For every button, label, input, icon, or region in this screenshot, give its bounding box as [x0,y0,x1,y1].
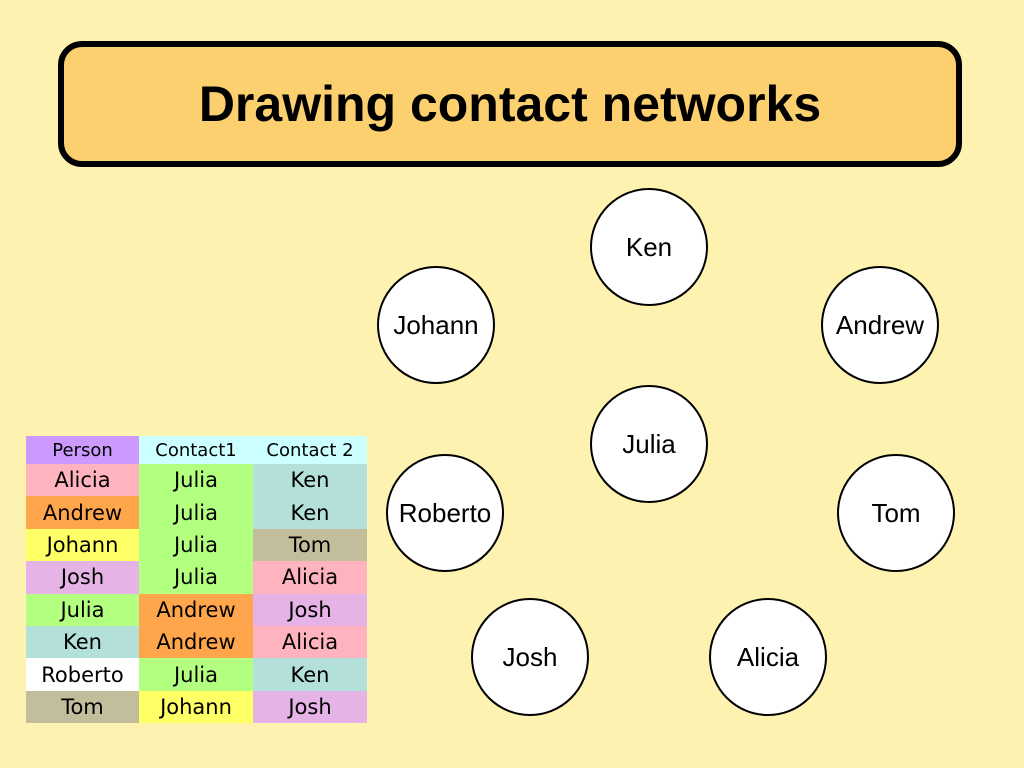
node-julia: Julia [590,385,708,503]
node-andrew: Andrew [821,266,939,384]
node-alicia: Alicia [709,598,827,716]
title-box: Drawing contact networks [58,41,962,167]
table-cell: Ken [253,496,367,529]
slide-title: Drawing contact networks [198,76,822,132]
node-josh: Josh [471,598,589,716]
table-header-cell: Person [26,436,139,464]
table-cell: Andrew [139,625,253,659]
node-tom: Tom [837,454,955,572]
table-cell: Julia [139,561,253,594]
table-cell: Josh [26,561,139,594]
node-johann: Johann [377,266,495,384]
table-cell: Johann [26,528,139,562]
table-cell: Alicia [253,625,367,659]
table-cell: Andrew [139,593,253,626]
table-cell: Julia [139,528,253,562]
table-cell: Josh [253,593,367,626]
table-cell: Ken [253,464,367,497]
table-cell: Ken [253,658,367,691]
node-roberto: Roberto [386,454,504,572]
table-cell: Roberto [26,658,139,691]
table-cell: Alicia [26,464,139,497]
table-cell: Johann [139,690,253,724]
table-cell: Julia [139,496,253,529]
table-header-cell: Contact1 [139,436,253,464]
table-cell: Julia [26,593,139,626]
table-header-cell: Contact 2 [253,436,367,464]
table-cell: Tom [26,690,139,724]
table-cell: Tom [253,528,367,562]
table-cell: Josh [253,690,367,724]
table-cell: Julia [139,464,253,497]
table-cell: Andrew [26,496,139,529]
node-ken: Ken [590,188,708,306]
table-cell: Ken [26,625,139,659]
table-cell: Alicia [253,561,367,594]
table-cell: Julia [139,658,253,691]
